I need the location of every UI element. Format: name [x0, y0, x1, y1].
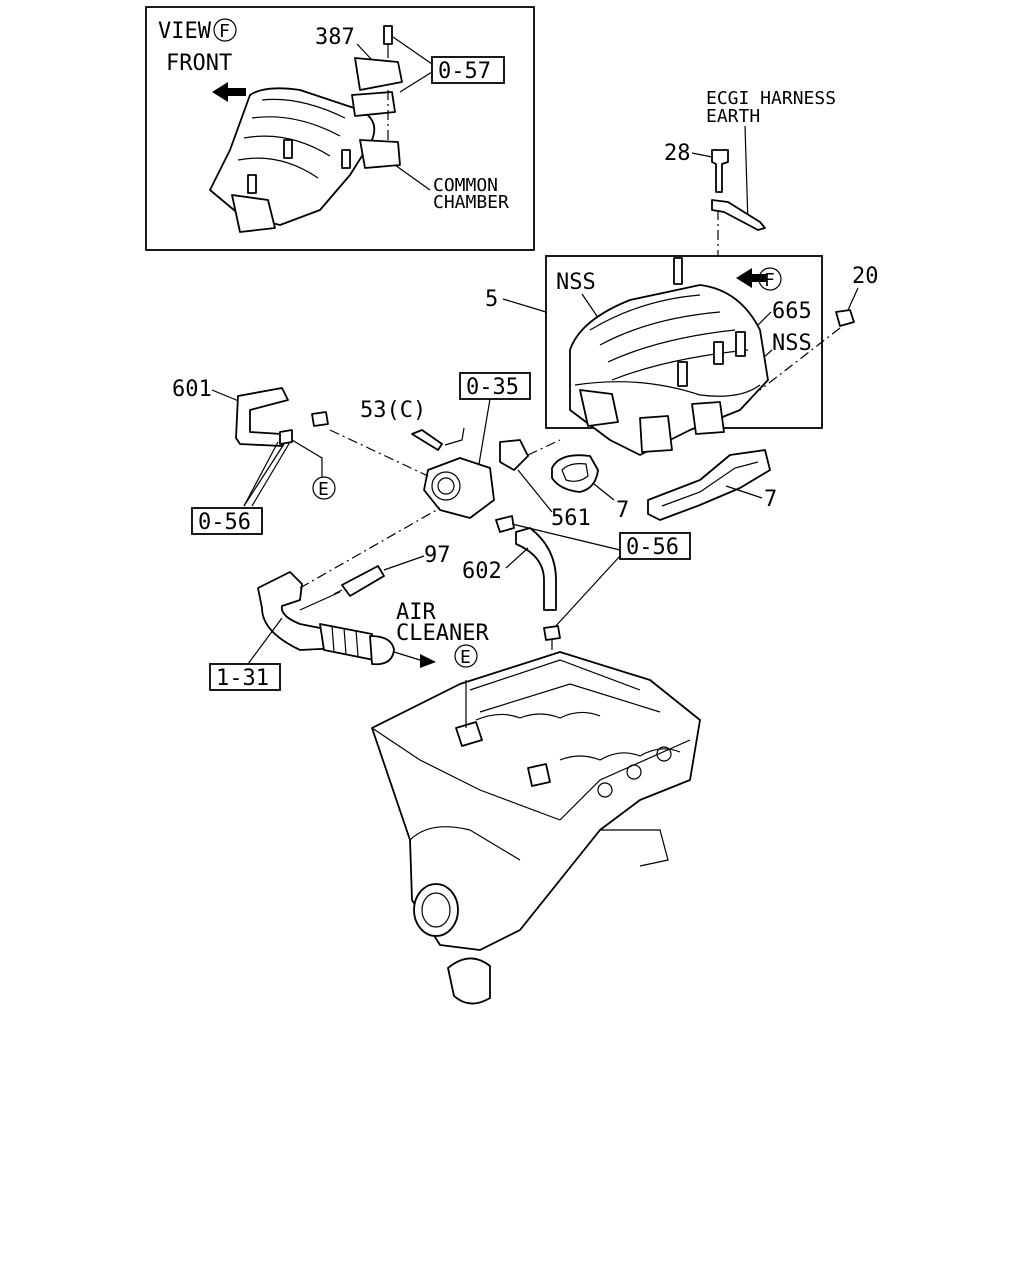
duct-1-31 [257, 571, 341, 651]
ref-056-left: 0-56 [198, 510, 251, 535]
inset-front-label: FRONT [166, 51, 232, 76]
view-f-mark-circle [758, 267, 782, 291]
inset-cover-387 [354, 57, 403, 91]
ref-035: 0-35 [466, 375, 519, 400]
label-nss-1: NSS [556, 270, 596, 295]
ref-056-right: 0-56 [626, 535, 679, 560]
throttle-body [423, 457, 495, 519]
mark-e-2: E [460, 647, 471, 668]
inset-ref-057: 0-57 [438, 59, 491, 84]
inset-common-label-2: CHAMBER [433, 192, 509, 213]
hose-602: 602 0-56 [462, 515, 691, 760]
label-601: 601 [172, 377, 212, 402]
air-cleaner-arrow-icon [420, 654, 436, 668]
ref-box-056-right [619, 532, 691, 560]
duct-bellows [319, 623, 375, 661]
inset-manifold-drawing [209, 25, 433, 233]
inset-view-mark: F [219, 21, 230, 42]
hose-602-body [515, 527, 557, 611]
inset-ref-box-057 [431, 56, 505, 84]
gasket-561 [499, 439, 529, 471]
mark-e-circle-2 [454, 644, 478, 668]
bolt-28 [711, 149, 729, 193]
inset-label-387: 387 [315, 25, 355, 50]
label-20: 20 [852, 264, 879, 289]
inset-bolt [383, 25, 393, 45]
clip-602-lower [543, 625, 561, 641]
ref-131: 1-31 [216, 666, 269, 691]
sensor-97 [341, 565, 385, 597]
label-28: 28 [664, 141, 691, 166]
harness-terminal [711, 199, 766, 231]
bolt-53c [411, 429, 443, 451]
clip-601-b [279, 429, 293, 445]
hose-601: 601 E 0-56 [172, 377, 336, 535]
mark-e-1: E [318, 479, 329, 500]
gasket-7-a [551, 454, 599, 493]
inset-view-f: VIEW F FRONT 387 0-57 [145, 6, 535, 251]
label-602: 602 [462, 559, 502, 584]
throttle-area: 0-35 53(C) 561 [329, 372, 591, 531]
view-f-mark: F [764, 270, 775, 291]
mark-e-circle-1 [312, 476, 336, 500]
ref-box-035 [459, 372, 531, 400]
front-arrow-icon [212, 82, 246, 102]
gaskets-7: 7 7 [551, 449, 777, 523]
label-53c: 53(C) [360, 398, 426, 423]
label-7-b: 7 [764, 487, 777, 512]
harness-earth: ECGI HARNESS EARTH 28 [664, 88, 836, 350]
gasket-7-b [647, 449, 771, 521]
air-cleaner-label-1: AIR [396, 600, 436, 625]
intake-manifold-group: 5 NSS F 665 NSS 20 [485, 255, 879, 456]
label-5: 5 [485, 287, 498, 312]
engine-block: E [371, 644, 701, 1005]
inset-view-mark-circle [213, 18, 237, 42]
nut-20 [835, 309, 855, 327]
air-cleaner-label-2: CLEANER [396, 621, 489, 646]
view-f-arrow-icon [736, 268, 766, 288]
clip-601-a [311, 411, 329, 427]
clip-602 [495, 515, 515, 533]
harness-label-1: ECGI HARNESS [706, 88, 836, 109]
label-97: 97 [424, 543, 451, 568]
ref-box-131 [209, 663, 281, 691]
harness-label-2: EARTH [706, 106, 760, 127]
label-665: 665 [772, 299, 812, 324]
label-nss-2: NSS [772, 331, 812, 356]
duct-outlet [369, 635, 395, 666]
air-duct-group: 97 AIR CLEANER 1-31 [209, 507, 489, 691]
label-7-a: 7 [616, 498, 629, 523]
label-561: 561 [551, 506, 591, 531]
manifold-drawing [569, 257, 769, 456]
inset-common-label-1: COMMON [433, 175, 498, 196]
inset-view-label: VIEW [158, 19, 212, 44]
hose-601-body [235, 387, 289, 447]
ref-box-056-left [191, 507, 263, 535]
inset-common-chamber [359, 139, 401, 169]
